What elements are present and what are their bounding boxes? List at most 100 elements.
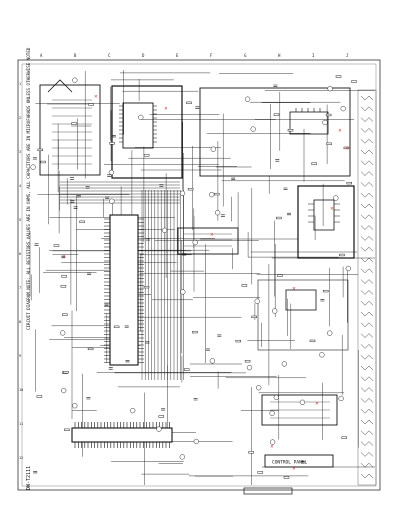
deflection-block	[199, 87, 351, 177]
red-annotation: ✕	[292, 287, 296, 292]
legend-symbol	[360, 452, 374, 457]
row-mark: 9	[19, 354, 21, 358]
transistor	[180, 289, 186, 295]
resistor	[277, 274, 283, 277]
flyback-block	[297, 185, 355, 259]
transistor	[138, 114, 144, 121]
resistor	[60, 285, 67, 288]
legend-symbol	[360, 322, 374, 328]
row-mark: 1	[19, 82, 21, 86]
column-mark: H	[278, 53, 281, 58]
legend-symbol	[360, 138, 374, 144]
capacitor	[107, 174, 112, 177]
transistor	[281, 361, 288, 367]
jungle-ic-block	[177, 227, 239, 255]
transistor	[327, 86, 333, 92]
resistor	[62, 313, 68, 316]
legend-symbol	[360, 398, 374, 403]
resistor	[36, 395, 43, 398]
legend-symbol	[360, 268, 374, 274]
main-chassis-ic	[104, 214, 144, 366]
resistor	[341, 436, 348, 439]
resistor	[351, 80, 357, 83]
legend-symbol	[360, 473, 374, 479]
transistor	[72, 77, 78, 83]
notes-banner: CIRCUIT DIAGRAM NOTE: ALL RESISTORS VALU…	[26, 47, 31, 330]
transistor	[273, 394, 279, 401]
column-mark: F	[210, 53, 213, 58]
legend-symbol	[360, 149, 374, 155]
tuner-block	[39, 79, 101, 176]
capacitor	[195, 106, 200, 109]
capacitor	[320, 299, 325, 302]
column-mark: A	[40, 53, 43, 58]
transistor	[179, 454, 185, 460]
capacitor	[275, 159, 280, 162]
row-mark: 4	[19, 184, 21, 188]
resistor	[309, 339, 316, 343]
capacitor	[217, 334, 222, 337]
legend-symbol	[360, 376, 374, 382]
transistor	[210, 146, 216, 152]
capacitor	[300, 461, 305, 464]
transistor	[338, 395, 344, 402]
transistor	[130, 407, 136, 414]
red-annotation: ✕	[164, 107, 168, 112]
resistor	[87, 347, 94, 351]
capacitor	[73, 206, 78, 209]
capacitor	[145, 341, 150, 344]
red-annotation: ✕	[338, 129, 342, 134]
capacitor	[231, 177, 236, 180]
transistor	[108, 169, 115, 176]
legend-symbol	[360, 408, 374, 414]
transistor	[209, 191, 215, 198]
row-mark: 2	[19, 116, 21, 120]
red-annotation: ✕	[315, 402, 319, 407]
resistor	[64, 428, 70, 431]
resistor	[335, 75, 342, 78]
transistor	[254, 298, 260, 304]
legend-symbol	[360, 160, 374, 166]
column-mark: D	[142, 53, 145, 58]
transistor	[109, 198, 115, 204]
resistor	[273, 113, 280, 116]
transistor	[272, 308, 278, 314]
model-label: DW-T2111	[26, 466, 32, 490]
red-annotation: ✕	[62, 255, 66, 260]
red-annotation: ✕	[292, 467, 296, 472]
legend-symbol	[360, 441, 374, 446]
resistor	[235, 339, 242, 343]
resistor	[248, 451, 254, 454]
column-mark: B	[74, 53, 77, 58]
resistor	[186, 101, 192, 104]
resistor	[143, 285, 150, 289]
capacitor	[182, 253, 187, 256]
transistor	[269, 410, 275, 416]
row-mark: 3	[19, 150, 21, 154]
transistor	[246, 364, 253, 371]
resistor	[276, 216, 282, 220]
transistor	[161, 227, 168, 233]
capacitor	[287, 212, 291, 216]
control-panel-label: CONTROL PANEL	[272, 460, 308, 466]
capacitor	[76, 195, 81, 198]
resistor	[158, 415, 165, 418]
legend-symbol	[360, 279, 374, 284]
resistor	[244, 360, 251, 363]
resistor	[213, 192, 220, 196]
resistor	[241, 284, 248, 287]
transistor	[333, 195, 339, 201]
row-mark: 5	[19, 218, 21, 222]
legend-symbol	[360, 214, 374, 220]
legend-symbol	[360, 117, 374, 122]
row-mark: 12	[19, 456, 23, 460]
red-annotation: ✕	[270, 445, 274, 450]
connector-block	[243, 487, 293, 495]
row-mark: 10	[19, 388, 23, 392]
resistor	[183, 368, 190, 371]
capacitor	[283, 187, 288, 190]
legend-symbol	[360, 236, 374, 241]
